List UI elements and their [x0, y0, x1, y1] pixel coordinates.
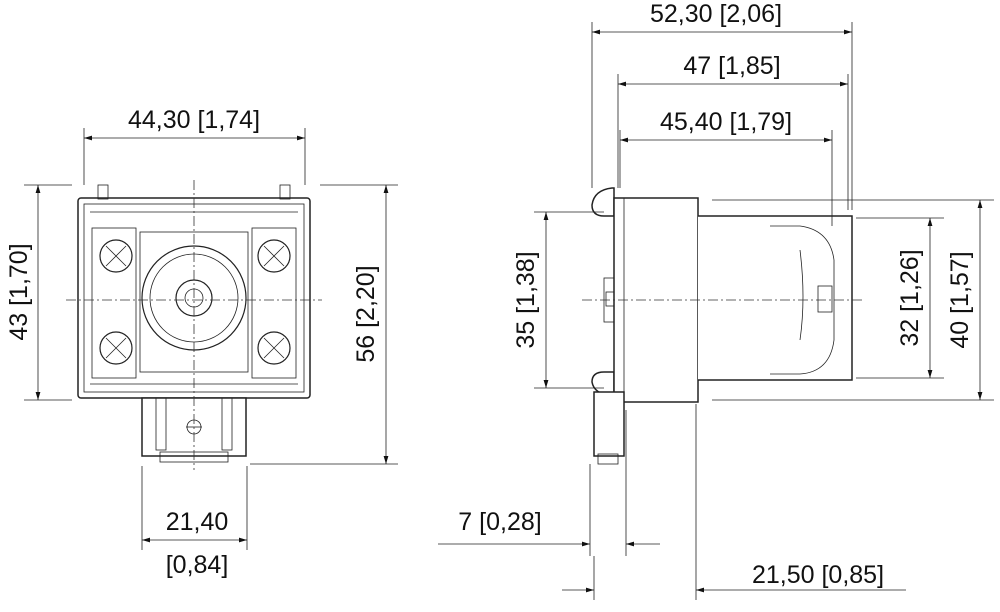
actuator-body: [698, 215, 853, 381]
dim-side-depth: 21,50 [0,85]: [752, 561, 884, 589]
front-view: 44,30 [1,74] 43 [1,70] 56 [2,20] 21,40 […: [5, 106, 398, 579]
dim-front-width: 44,30 [1,74]: [128, 106, 260, 134]
screw-terminal-bottom-left: [99, 331, 133, 365]
dim-side-width-inner: 45,40 [1,79]: [660, 108, 792, 136]
dim-side-height-right-outer: 40 [1,57]: [946, 251, 974, 348]
dim-front-height-right: 56 [2,20]: [352, 265, 380, 362]
dim-front-bottom-width-1: 21,40: [166, 508, 229, 536]
dim-side-height-right-inner: 32 [1,26]: [896, 249, 924, 346]
dim-side-height-left: 35 [1,38]: [512, 251, 540, 348]
side-bottom-connector: [593, 391, 625, 465]
side-view: 52,30 [2,06] 47 [1,85] 45,40 [1,79] 35 […: [438, 0, 994, 600]
dim-side-width-mid: 47 [1,85]: [683, 52, 780, 80]
dim-front-height-left: 43 [1,70]: [5, 243, 33, 340]
screw-terminal-top-left: [99, 239, 133, 273]
dim-front-bottom-width-2: [0,84]: [166, 551, 229, 579]
screw-terminal-bottom-right: [257, 331, 291, 365]
screw-terminal-top-right: [257, 239, 291, 273]
dim-side-offset: 7 [0,28]: [458, 508, 541, 536]
dim-side-width-overall: 52,30 [2,06]: [650, 0, 782, 28]
